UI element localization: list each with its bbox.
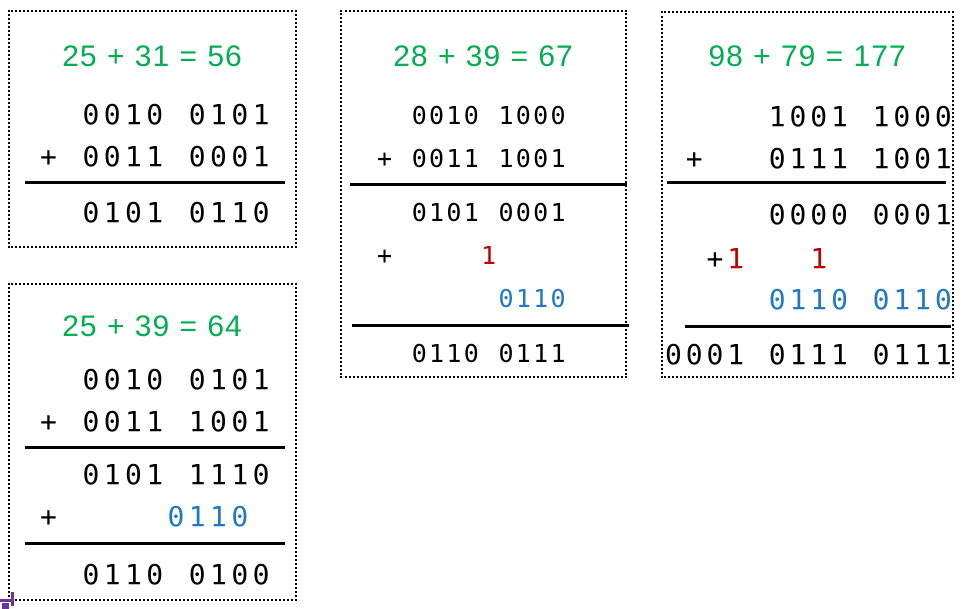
binary-operand-1: 0010 0101 bbox=[40, 98, 274, 131]
correction-row: 0110 bbox=[377, 286, 568, 311]
sum-line bbox=[685, 325, 951, 328]
sum-line bbox=[350, 183, 627, 186]
binary-operand-1: 0010 1000 bbox=[377, 101, 568, 130]
bcd-box-25-31: 25 + 31 = 56 0010 0101 + 0011 0001 0101 … bbox=[8, 10, 297, 248]
binary-sum: 0000 0001 bbox=[665, 198, 956, 231]
binary-result: 0101 0110 bbox=[40, 196, 274, 229]
binary-operand-2: + 0011 1001 bbox=[377, 144, 568, 173]
binary-result: 0110 0111 bbox=[377, 339, 568, 368]
carry-digit-hundreds: 1 bbox=[727, 242, 749, 275]
binary-operand-1: 1001 1000 bbox=[665, 100, 956, 133]
correction-nibble: 0110 bbox=[167, 500, 253, 533]
correction-row: 0110 0110 bbox=[665, 286, 956, 314]
sum-line bbox=[667, 181, 946, 184]
binary-operand-1: 0010 0101 bbox=[40, 363, 274, 396]
sum-line bbox=[25, 542, 285, 545]
correction-nibbles: 0110 0110 bbox=[768, 283, 956, 316]
bcd-box-25-39: 25 + 39 = 64 0010 0101 + 0011 1001 0101 … bbox=[8, 283, 297, 601]
annotation-anchor-bar bbox=[0, 599, 14, 602]
annotation-anchor-dot bbox=[2, 603, 9, 609]
decimal-equation: 28 + 39 = 67 bbox=[393, 40, 574, 73]
sum-line bbox=[25, 446, 285, 449]
decimal-equation: 25 + 39 = 64 bbox=[62, 310, 243, 343]
carry-row: + 1 bbox=[377, 241, 499, 270]
carry-digit-tens: 1 bbox=[810, 242, 832, 275]
bcd-box-28-39: 28 + 39 = 67 0010 1000 + 0011 1001 0101 … bbox=[340, 10, 629, 378]
sum-line bbox=[352, 324, 629, 327]
annotation-anchor-flag bbox=[11, 592, 14, 606]
carry-digit: 1 bbox=[481, 241, 499, 270]
decimal-equation: 25 + 31 = 56 bbox=[62, 40, 243, 73]
correction-row: + 0110 bbox=[40, 500, 253, 533]
binary-result: 0110 0100 bbox=[40, 558, 274, 591]
binary-operand-2: + 0011 1001 bbox=[40, 405, 274, 438]
sum-line bbox=[25, 181, 285, 184]
binary-operand-2: + 0011 0001 bbox=[40, 140, 274, 173]
binary-sum: 0101 0001 bbox=[377, 198, 568, 227]
binary-sum: 0101 1110 bbox=[40, 458, 274, 491]
binary-operand-2: + 0111 1001 bbox=[665, 142, 956, 175]
carry-row: +1 1 bbox=[665, 242, 832, 275]
bcd-box-98-79: 98 + 79 = 177 1001 1000 + 0111 1001 0000… bbox=[661, 11, 954, 378]
decimal-equation: 98 + 79 = 177 bbox=[708, 40, 907, 73]
correction-nibble: 0110 bbox=[498, 284, 568, 313]
binary-result: 0001 0111 0111 bbox=[665, 338, 956, 371]
